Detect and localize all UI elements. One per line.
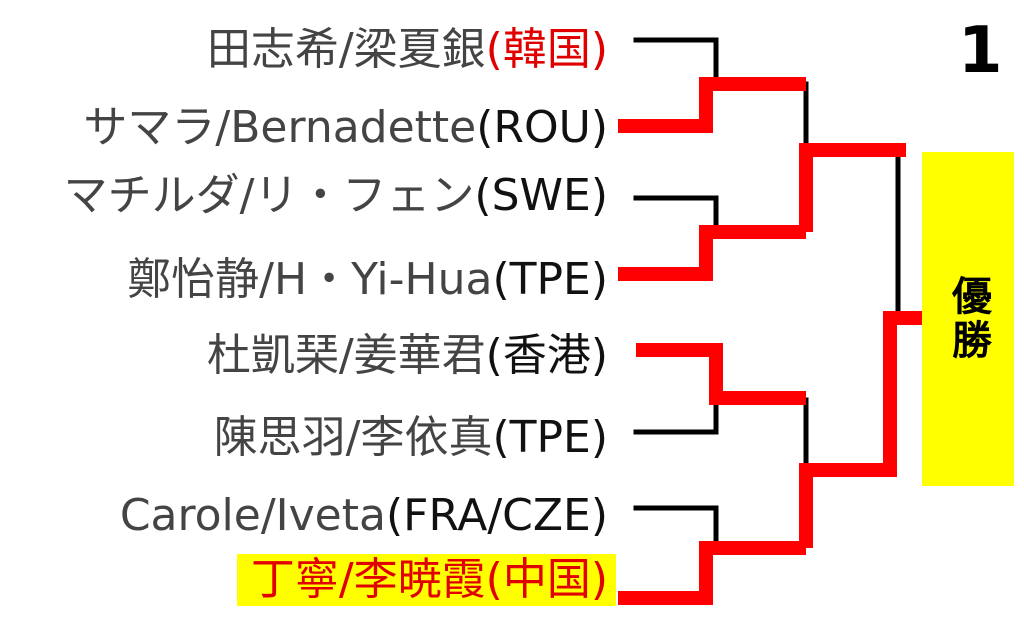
line-final-upper bbox=[803, 147, 901, 313]
entry-6-country: (TPE) bbox=[492, 412, 608, 463]
entry-3-country: (SWE) bbox=[474, 170, 608, 221]
line-r1-m4-top bbox=[633, 505, 719, 551]
entry-1-names: 田志希/梁夏銀 bbox=[206, 24, 486, 75]
entry-5: 杜凱琹/姜華君(香港) bbox=[207, 330, 608, 382]
entry-3: マチルダ/リ・フェン(SWE) bbox=[64, 170, 608, 222]
entry-7-country: (FRA/CZE) bbox=[385, 490, 608, 541]
entry-3-names: マチルダ/リ・フェン bbox=[63, 170, 475, 221]
champion-box: 優勝 bbox=[922, 152, 1014, 486]
bracket-red-path bbox=[618, 77, 948, 605]
entry-4-names: 鄭怡静/H・Yi-Hua bbox=[127, 254, 493, 305]
entry-1: 田志希/梁夏銀(韓国) bbox=[207, 24, 608, 76]
line-r1-m3-bottom bbox=[633, 397, 719, 435]
red-sf-lower bbox=[799, 311, 948, 548]
line-sf-upper bbox=[713, 81, 809, 153]
line-r1-m1-top bbox=[633, 37, 719, 83]
entry-2-country: (ROU) bbox=[476, 102, 608, 153]
entry-5-country: (香港) bbox=[485, 330, 608, 381]
entry-4: 鄭怡静/H・Yi-Hua(TPE) bbox=[127, 254, 608, 306]
line-r1-m2-top bbox=[633, 195, 719, 233]
red-r1-m1 bbox=[618, 77, 806, 133]
entry-8-names: 丁寧/李暁霞 bbox=[250, 554, 486, 605]
entry-8-winner: 丁寧/李暁霞(中国) bbox=[236, 554, 616, 606]
champion-label: 優勝 bbox=[945, 275, 991, 363]
entry-1-country: (韓国) bbox=[485, 24, 608, 75]
entry-7: Carole/Iveta(FRA/CZE) bbox=[120, 490, 608, 542]
red-r1-m2 bbox=[618, 225, 806, 281]
red-sf-upper bbox=[799, 143, 906, 232]
red-r1-m3 bbox=[636, 343, 806, 405]
entry-6-names: 陳思羽/李依真 bbox=[213, 412, 493, 463]
entry-8-country: (中国) bbox=[485, 554, 608, 605]
seed-number: 1 bbox=[958, 14, 1003, 88]
entry-5-names: 杜凱琹/姜華君 bbox=[206, 330, 486, 381]
entry-2-names: サマラ/Bernadette bbox=[83, 102, 477, 153]
red-r1-m4 bbox=[618, 541, 806, 605]
entry-4-country: (TPE) bbox=[492, 254, 608, 305]
entry-7-names: Carole/Iveta bbox=[119, 490, 386, 541]
entry-6: 陳思羽/李依真(TPE) bbox=[214, 412, 608, 464]
entry-2: サマラ/Bernadette(ROU) bbox=[83, 102, 608, 154]
line-sf-lower bbox=[713, 397, 809, 473]
